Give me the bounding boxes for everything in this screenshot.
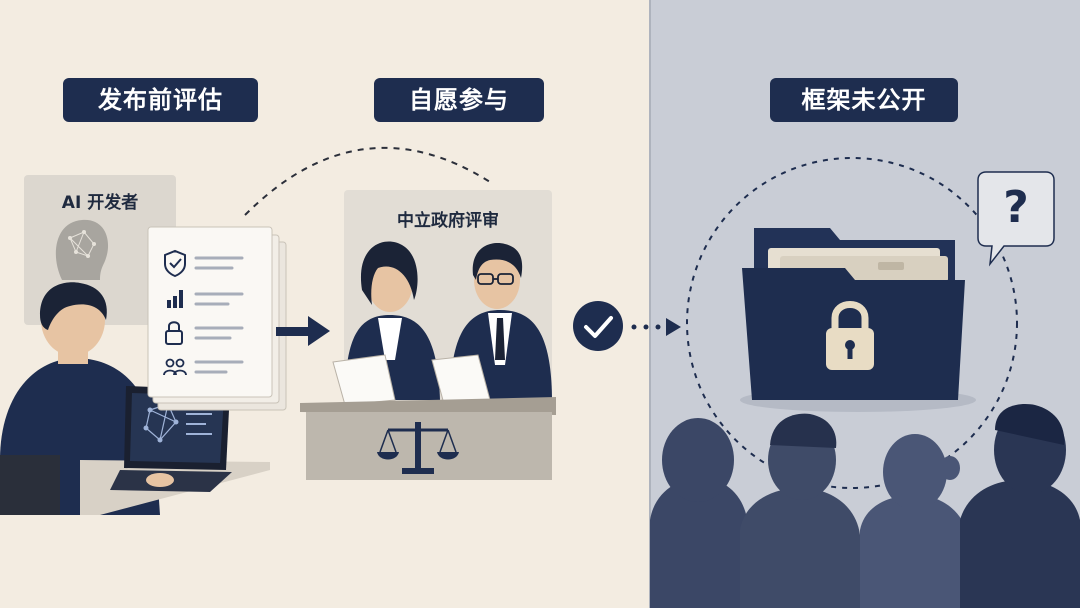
label-pre-release: 发布前评估 — [63, 78, 258, 122]
people-icon — [163, 358, 187, 376]
person-4 — [960, 404, 1080, 608]
person-2 — [740, 413, 862, 608]
shield-check-icon — [164, 249, 186, 278]
ai-head-icon — [55, 219, 109, 280]
person-3 — [860, 434, 968, 608]
checklist-document — [147, 226, 287, 411]
scales-icon — [377, 422, 459, 474]
dotted-arrow-icon — [631, 318, 681, 336]
review-card-title: 中立政府评审 — [397, 211, 499, 231]
lock-icon — [165, 321, 183, 345]
question-bubble-icon — [977, 171, 1055, 267]
dashed-arc — [244, 147, 491, 216]
official-man — [431, 243, 552, 405]
folder-lock-icon — [740, 228, 976, 412]
bar-chart-icon — [167, 290, 183, 308]
judge-bench — [300, 397, 556, 480]
question-mark-text: ? — [1003, 182, 1029, 233]
official-woman — [332, 241, 440, 406]
label-voluntary: 自愿参与 — [374, 78, 544, 122]
developer-card-title: AI 开发者 — [61, 193, 139, 213]
checkmark-icon — [573, 301, 623, 351]
crowd — [650, 404, 1080, 608]
dashed-circle — [686, 157, 1018, 489]
label-undisclosed: 框架未公开 — [770, 78, 958, 122]
panel-divider — [649, 0, 651, 608]
arrow-right-icon — [276, 316, 330, 346]
person-1 — [650, 418, 748, 608]
